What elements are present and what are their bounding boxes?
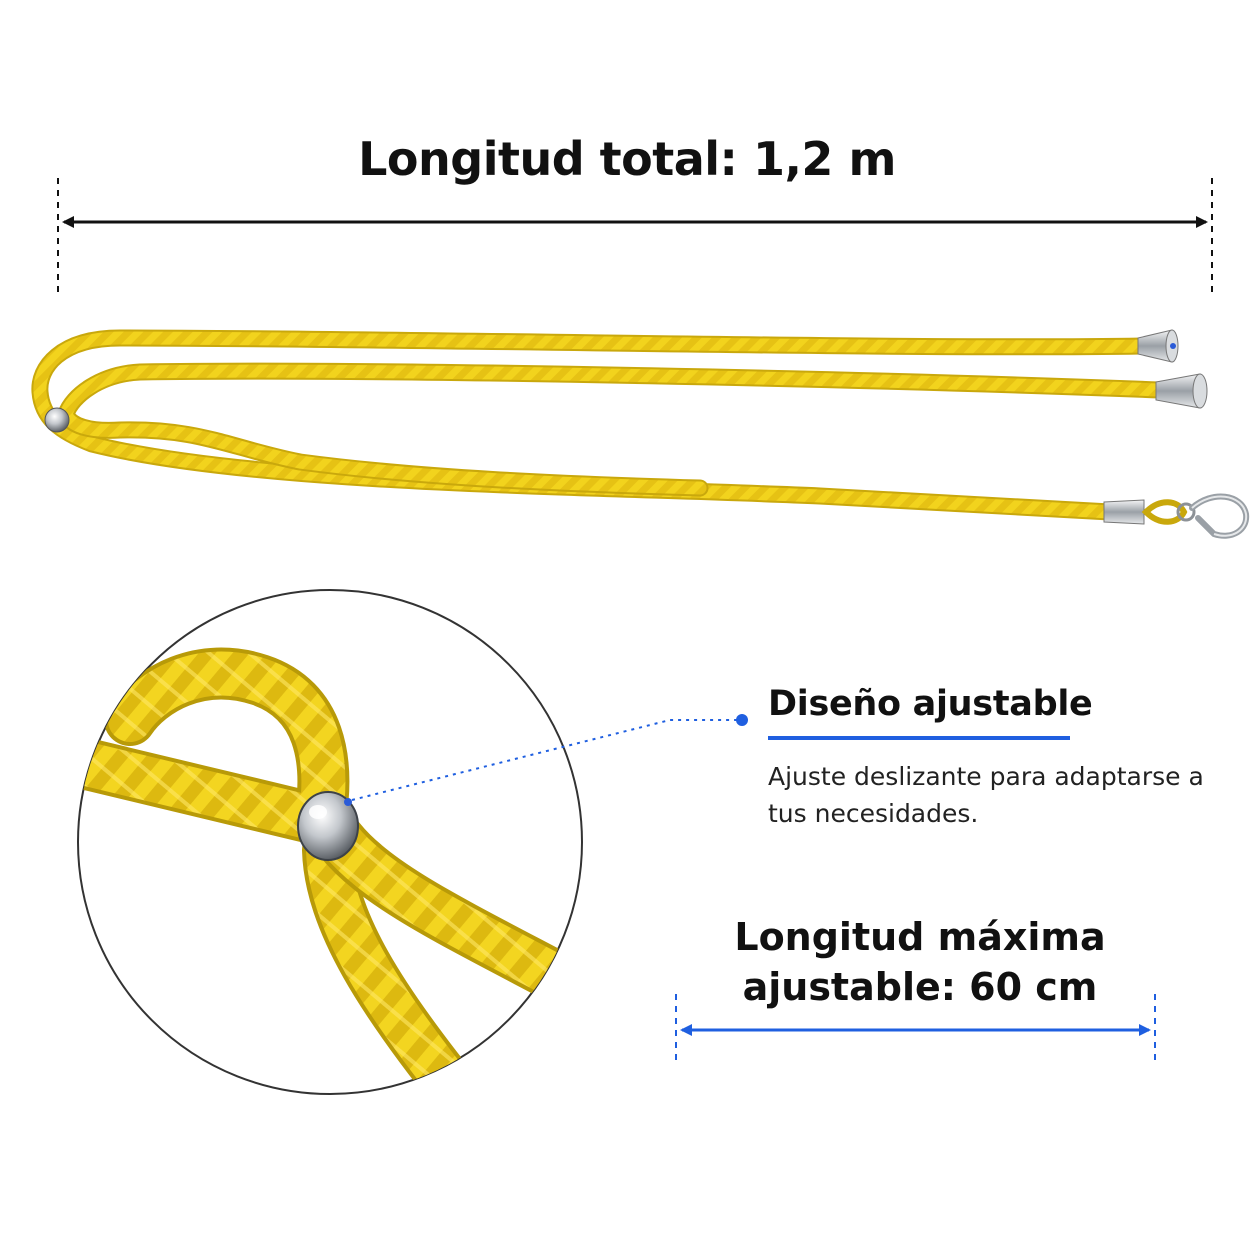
lobster-clasp: [1103, 493, 1250, 539]
feature-description: Ajuste deslizante para adaptarse a tus n…: [768, 762, 1204, 828]
slider-bead: [44, 407, 70, 433]
feature-title-underline: [768, 736, 1070, 740]
zoom-cord-left-strand: [306, 828, 492, 1094]
max-length-dimension: [675, 994, 1156, 1064]
callout-dot: [736, 714, 748, 726]
end-cap-middle: [1155, 373, 1208, 409]
zoom-slider-bead: [297, 791, 359, 861]
cord-illustration: [31, 329, 1250, 539]
feature-title: Diseño ajustable: [768, 684, 1093, 724]
total-length-label: Longitud total: 1,2 m: [358, 132, 896, 186]
total-length-dimension: [57, 178, 1213, 296]
end-cap-top: [1137, 329, 1179, 363]
callout-connector: [351, 714, 748, 801]
zoom-detail: [77, 589, 583, 1095]
max-length-label: Longitud máxima ajustable: 60 cm: [734, 915, 1106, 1009]
zoom-cord-loop: [78, 651, 346, 848]
